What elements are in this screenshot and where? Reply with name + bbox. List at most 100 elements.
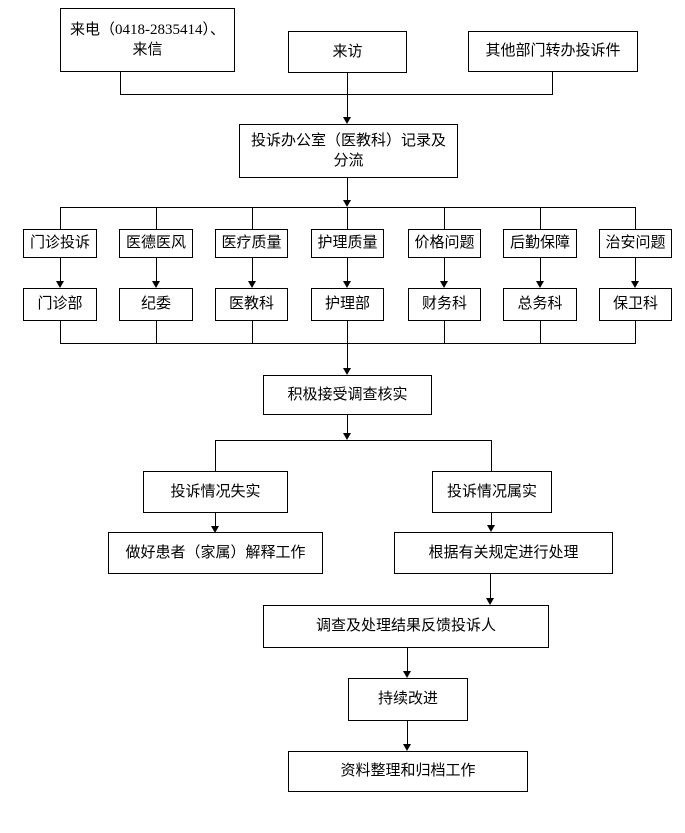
connector-line <box>347 415 348 434</box>
node-branch-true: 投诉情况属实 <box>432 471 552 513</box>
node-label: 积极接受调查核实 <box>287 386 408 403</box>
node-label: 医疗质量 <box>221 235 282 252</box>
node-label: 护理部 <box>324 296 370 313</box>
connector-line <box>635 321 636 343</box>
connector-line <box>444 321 445 343</box>
node-label: 投诉情况失实 <box>170 483 261 500</box>
connector-line <box>252 321 253 343</box>
connector-line <box>60 207 61 229</box>
arrowhead-down-icon <box>343 433 351 440</box>
node-explain: 做好患者（家属）解释工作 <box>108 532 323 574</box>
node-intake-office: 投诉办公室（医教科）记录及分流 <box>239 124 458 178</box>
connector-line <box>347 178 348 201</box>
arrowhead-down-icon <box>211 526 219 533</box>
node-label: 投诉办公室（医教科）记录及分流 <box>250 132 446 169</box>
node-label: 价格问题 <box>414 235 475 252</box>
connector-line <box>120 94 553 95</box>
arrowhead-down-icon <box>403 744 411 751</box>
connector-line <box>252 207 253 229</box>
node-label: 后勤保障 <box>509 235 570 252</box>
connector-line <box>540 321 541 343</box>
connector-line <box>347 207 348 229</box>
connector-line <box>407 648 408 672</box>
node-label: 做好患者（家属）解释工作 <box>125 544 306 561</box>
node-dept-outpatient: 门诊部 <box>23 288 97 321</box>
arrowhead-down-icon <box>631 281 639 288</box>
node-source-transfer: 其他部门转办投诉件 <box>468 31 638 72</box>
node-label: 护理质量 <box>317 235 378 252</box>
connector-line <box>635 258 636 282</box>
node-label: 来电（0418-2835414）、来信 <box>70 21 225 58</box>
node-feedback: 调查及处理结果反馈投诉人 <box>263 605 549 648</box>
node-label: 保卫科 <box>612 296 658 313</box>
arrowhead-down-icon <box>440 281 448 288</box>
node-category-pricing-issues: 价格问题 <box>408 229 481 258</box>
connector-line <box>635 207 636 229</box>
node-label: 其他部门转办投诉件 <box>485 43 621 60</box>
node-label: 医教科 <box>228 296 274 313</box>
node-category-outpatient-complaints: 门诊投诉 <box>23 229 97 258</box>
node-category-nursing-quality: 护理质量 <box>311 229 384 258</box>
arrowhead-down-icon <box>343 200 351 207</box>
connector-line <box>215 440 492 441</box>
connector-line <box>215 513 216 527</box>
connector-line <box>60 343 636 344</box>
node-category-medical-quality: 医疗质量 <box>215 229 288 258</box>
node-dept-general-affairs: 总务科 <box>503 288 577 321</box>
node-category-security-issues: 治安问题 <box>599 229 672 258</box>
node-category-logistics-support: 后勤保障 <box>503 229 577 258</box>
connector-line <box>252 258 253 282</box>
connector-line <box>552 72 553 94</box>
node-dept-security: 保卫科 <box>599 288 672 321</box>
connector-line <box>347 258 348 282</box>
node-dept-discipline-committee: 纪委 <box>119 288 193 321</box>
node-verify: 积极接受调查核实 <box>263 375 432 415</box>
connector-line <box>60 207 636 208</box>
node-label: 纪委 <box>140 296 171 313</box>
node-branch-false: 投诉情况失实 <box>143 471 288 513</box>
connector-line <box>156 207 157 229</box>
connector-line <box>444 207 445 229</box>
node-label: 根据有关规定进行处理 <box>428 544 579 561</box>
node-category-medical-ethics: 医德医风 <box>119 229 193 258</box>
arrowhead-down-icon <box>487 525 495 532</box>
connector-line <box>156 321 157 343</box>
node-label: 来访 <box>332 43 363 60</box>
arrowhead-down-icon <box>343 281 351 288</box>
arrowhead-down-icon <box>403 671 411 678</box>
node-source-phone-mail: 来电（0418-2835414）、来信 <box>60 8 235 72</box>
arrowhead-down-icon <box>56 281 64 288</box>
connector-line <box>60 321 61 343</box>
node-dept-finance: 财务科 <box>408 288 481 321</box>
connector-line <box>215 440 216 471</box>
connector-line <box>156 258 157 282</box>
node-label: 治安问题 <box>605 235 666 252</box>
arrowhead-down-icon <box>248 281 256 288</box>
node-label: 门诊部 <box>37 296 83 313</box>
arrowhead-down-icon <box>343 368 351 375</box>
connector-line <box>490 574 491 599</box>
arrowhead-down-icon <box>343 117 351 124</box>
connector-line <box>491 513 492 526</box>
node-dept-nursing: 护理部 <box>311 288 384 321</box>
node-label: 投诉情况属实 <box>446 483 537 500</box>
node-label: 总务科 <box>517 296 563 313</box>
connector-line <box>444 258 445 282</box>
node-label: 资料整理和归档工作 <box>340 763 476 780</box>
node-label: 调查及处理结果反馈投诉人 <box>315 618 496 635</box>
connector-line <box>540 258 541 282</box>
arrowhead-down-icon <box>486 598 494 605</box>
connector-line <box>120 72 121 94</box>
connector-line <box>347 73 348 118</box>
node-improve: 持续改进 <box>348 678 468 721</box>
arrowhead-down-icon <box>536 281 544 288</box>
connector-line <box>347 321 348 343</box>
connector-line <box>407 721 408 745</box>
node-label: 门诊投诉 <box>29 235 90 252</box>
connector-line <box>491 440 492 471</box>
arrowhead-down-icon <box>152 281 160 288</box>
connector-line <box>60 258 61 282</box>
node-label: 医德医风 <box>125 235 186 252</box>
node-dept-medical-education: 医教科 <box>215 288 288 321</box>
